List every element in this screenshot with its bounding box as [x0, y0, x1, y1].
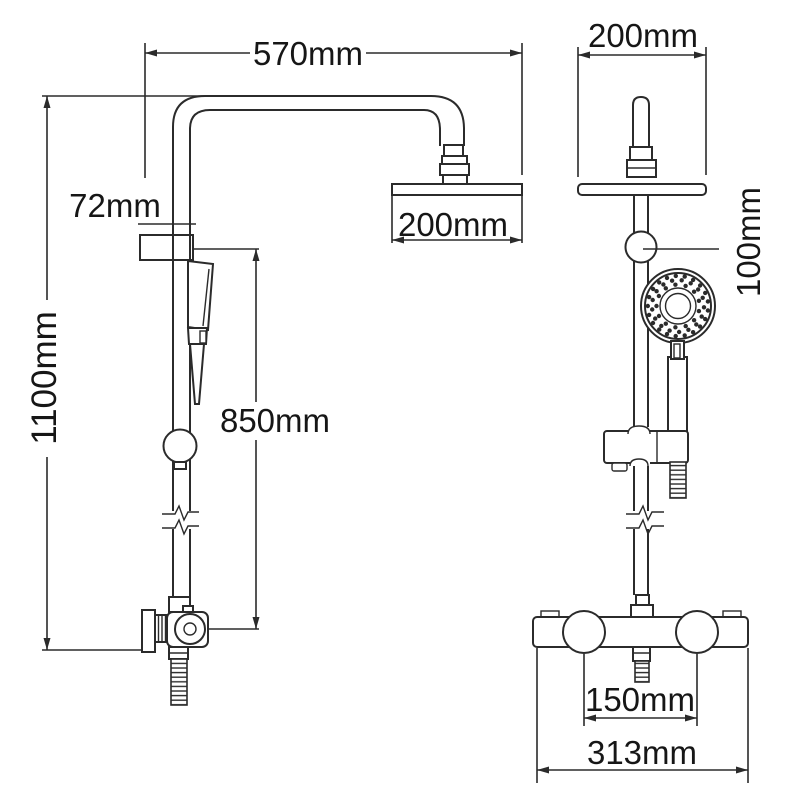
spray-face-center-ring: [659, 287, 697, 325]
pipe-break-front: [626, 504, 664, 536]
dim-overhead-width-side-label: 200mm: [398, 206, 508, 243]
dim-valve-centres: 150mm: [583, 654, 698, 726]
slider-ball-joint: [162, 428, 198, 470]
dim-overall-height-label: 1100mm: [25, 311, 64, 445]
bracket-foot: [611, 462, 628, 472]
spray-face-center-cap: [664, 292, 692, 320]
dim-overhead-width-front-label: 200mm: [588, 17, 698, 54]
arm-connector: [439, 144, 470, 185]
dim-rail-height: 850mm: [193, 248, 330, 630]
pipe-clamp-hump: [627, 425, 651, 435]
front-view: [532, 95, 749, 683]
overhead-shower-side: [391, 183, 523, 196]
wall-union-side: [154, 614, 168, 643]
shower-arm: [172, 95, 465, 146]
valve-outlet-hose: [634, 660, 650, 683]
hand-shower-front: [640, 268, 716, 434]
dim-valve-width: 313mm: [536, 648, 749, 783]
hand-shower-side: [186, 259, 215, 405]
valve-knob-hub: [183, 622, 197, 636]
dim-arm-reach: 570mm: [144, 35, 523, 178]
valve-knob-right: [675, 610, 719, 654]
hand-shower-handle: [667, 356, 688, 434]
dim-valve-centres-label: 150mm: [585, 681, 695, 718]
head-connector-front: [626, 146, 657, 178]
spray-dots-front: [645, 273, 711, 339]
dim-bracket-offset-label: 72mm: [69, 187, 161, 224]
valve-knob-side: [174, 613, 206, 645]
wall-bracket-plate: [141, 609, 156, 653]
spray-face-inner-rim: [644, 272, 712, 340]
slide-rail-bracket: [603, 425, 689, 472]
slider-knob-front: [624, 230, 658, 264]
dim-handset-offset-label: 100mm: [730, 187, 767, 297]
dim-overhead-width-side: 200mm: [391, 195, 523, 244]
valve-inlet-connector-front: [630, 594, 654, 618]
thermostatic-valve-side: [141, 596, 209, 706]
dim-valve-width-label: 313mm: [587, 734, 697, 771]
dim-overhead-width-front: 200mm: [577, 17, 707, 177]
valve-outlet-side: [168, 646, 189, 660]
rail-bracket-block: [139, 234, 194, 261]
hand-shower-neck-slot: [673, 343, 681, 359]
overhead-shower-front: [577, 183, 707, 196]
hand-shower-hose: [669, 461, 687, 499]
shower-hose-side: [170, 658, 188, 706]
valve-knob-left: [562, 610, 606, 654]
riser-top-cap: [632, 95, 650, 148]
dim-overall-height: 1100mm: [25, 95, 205, 651]
dim-bracket-offset: 72mm: [69, 187, 196, 225]
dim-arm-reach-label: 570mm: [253, 35, 363, 72]
dim-rail-height-label: 850mm: [220, 402, 330, 439]
pipe-break-side: [162, 504, 199, 536]
valve-outlet-front: [632, 646, 651, 662]
side-view: [139, 95, 523, 706]
dim-handset-offset: 100mm: [643, 187, 767, 297]
thermostatic-valve-front: [532, 594, 749, 683]
